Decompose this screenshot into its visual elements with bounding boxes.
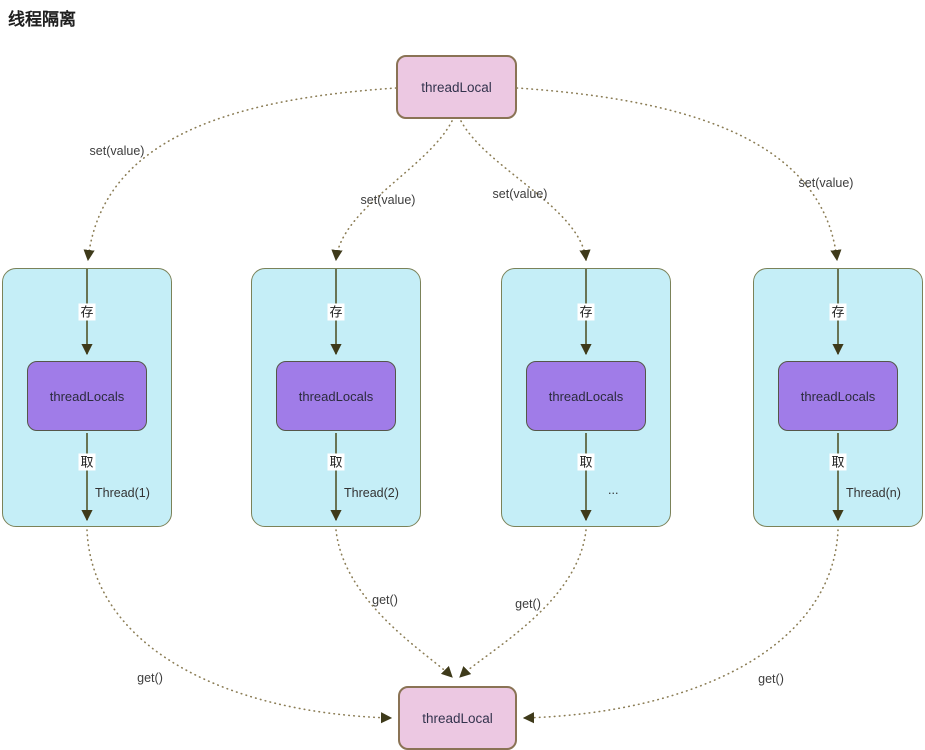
fetch-chip-2: 取 <box>327 453 345 471</box>
store-chip-1: 存 <box>78 303 96 321</box>
threadlocals-map-1-label: threadLocals <box>49 388 125 404</box>
get-label-2: get() <box>372 593 398 607</box>
threadlocal-bottom-box: threadLocal <box>398 686 517 750</box>
set-label-2: set(value) <box>360 193 416 207</box>
threadlocal-top-label: threadLocal <box>421 79 492 95</box>
threadlocals-map-3: threadLocals <box>526 361 646 431</box>
get-label-1: get() <box>137 671 163 685</box>
edge-set-thread4 <box>516 87 842 262</box>
set-label-4: set(value) <box>798 176 854 190</box>
get-label-3: get() <box>515 597 541 611</box>
store-chip-2: 存 <box>327 303 345 321</box>
set-label-3: set(value) <box>492 187 548 201</box>
store-chip-4: 存 <box>829 303 847 321</box>
thread-name-4: Thread(n) <box>846 486 901 500</box>
threadlocals-map-4: threadLocals <box>778 361 898 431</box>
threadlocal-bottom-label: threadLocal <box>422 710 493 726</box>
thread-name-2: Thread(2) <box>344 486 399 500</box>
edge-set-thread2 <box>331 120 453 262</box>
fetch-chip-1: 取 <box>78 453 96 471</box>
fetch-chip-3: 取 <box>577 453 595 471</box>
threadlocals-map-2: threadLocals <box>276 361 396 431</box>
threadlocal-top-box: threadLocal <box>396 55 517 119</box>
threadlocals-map-2-label: threadLocals <box>298 388 374 404</box>
threadlocals-map-1: threadLocals <box>27 361 147 431</box>
page-title: 线程隔离 <box>8 10 76 29</box>
fetch-chip-4: 取 <box>829 453 847 471</box>
store-chip-3: 存 <box>577 303 595 321</box>
get-label-4: get() <box>758 672 784 686</box>
edge-get-thread1 <box>86 529 393 724</box>
threadlocals-map-4-label: threadLocals <box>800 388 876 404</box>
edge-set-thread1 <box>83 87 397 262</box>
threadlocals-map-3-label: threadLocals <box>548 388 624 404</box>
set-label-1: set(value) <box>89 144 145 158</box>
thread-name-1: Thread(1) <box>95 486 150 500</box>
thread-name-3: ... <box>608 483 619 497</box>
edge-get-thread4 <box>522 529 839 724</box>
